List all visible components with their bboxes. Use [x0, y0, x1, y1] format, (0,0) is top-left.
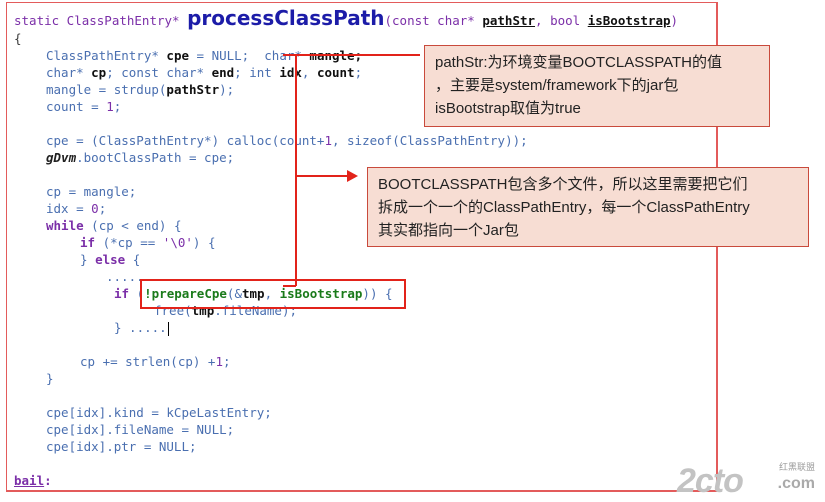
code-line: free(tmp.fileName); — [154, 303, 298, 318]
code-line: { — [14, 31, 22, 46]
watermark-small-text: 红黑联盟 — [778, 462, 815, 472]
code-frame — [6, 2, 718, 492]
note-line: BOOTCLASSPATH包含多个文件，所以这里需要把它们 — [378, 176, 748, 193]
annotation-note-pathstr: pathStr:为环境变量BOOTCLASSPATH的值 ，主要是system/… — [424, 45, 770, 127]
code-line: cpe = (ClassPathEntry*) calloc(count+1, … — [46, 133, 528, 148]
code-line: cp = mangle; — [46, 184, 137, 199]
code-line: cpe[idx].kind = kCpeLastEntry; — [46, 405, 272, 420]
code-line: idx = 0; — [46, 201, 107, 216]
note-line: pathStr:为环境变量BOOTCLASSPATH的值 — [435, 54, 723, 71]
watermark: 2cto 红黑联盟 .com — [677, 460, 815, 500]
code-line: cpe[idx].fileName = NULL; — [46, 422, 235, 437]
text-cursor — [167, 321, 169, 336]
watermark-domain: .com — [777, 475, 815, 492]
code-line: ClassPathEntry* cpe = NULL; char* mangle… — [46, 48, 363, 63]
code-line-bail: bail: — [14, 473, 52, 488]
code-line: } ..... — [114, 320, 169, 336]
code-line: cpe[idx].ptr = NULL; — [46, 439, 197, 454]
highlight-box — [140, 279, 406, 309]
code-line: while (cp < end) { — [46, 218, 182, 233]
annotation-note-bootclasspath: BOOTCLASSPATH包含多个文件，所以这里需要把它们 拆成一个一个的Cla… — [367, 167, 809, 247]
function-name: processClassPath — [187, 6, 385, 30]
code-line: gDvm.bootClassPath = cpe; — [46, 150, 235, 165]
code-line: } else { — [80, 252, 141, 267]
watermark-logo: 2cto — [677, 462, 744, 500]
note-line: 其实都指向一个Jar包 — [378, 222, 519, 239]
code-line: char* cp; const char* end; int idx, coun… — [46, 65, 363, 80]
code-line: } — [46, 371, 54, 386]
code-line: cp += strlen(cp) +1; — [80, 354, 231, 369]
code-line: if (!prepareCpe(&tmp, isBootstrap)) { — [114, 286, 393, 301]
note-line: 拆成一个一个的ClassPathEntry，每一个ClassPathEntry — [378, 199, 750, 216]
code-line: count = 1; — [46, 99, 122, 114]
code-line: mangle = strdup(pathStr); — [46, 82, 235, 97]
code-line: if (*cp == '\0') { — [80, 235, 216, 250]
note-line: isBootstrap取值为true — [435, 100, 581, 117]
note-line: ，主要是system/framework下的jar包 — [435, 77, 679, 94]
code-line-signature: static ClassPathEntry* processClassPath(… — [14, 6, 679, 30]
code-line: ..... — [106, 269, 144, 284]
